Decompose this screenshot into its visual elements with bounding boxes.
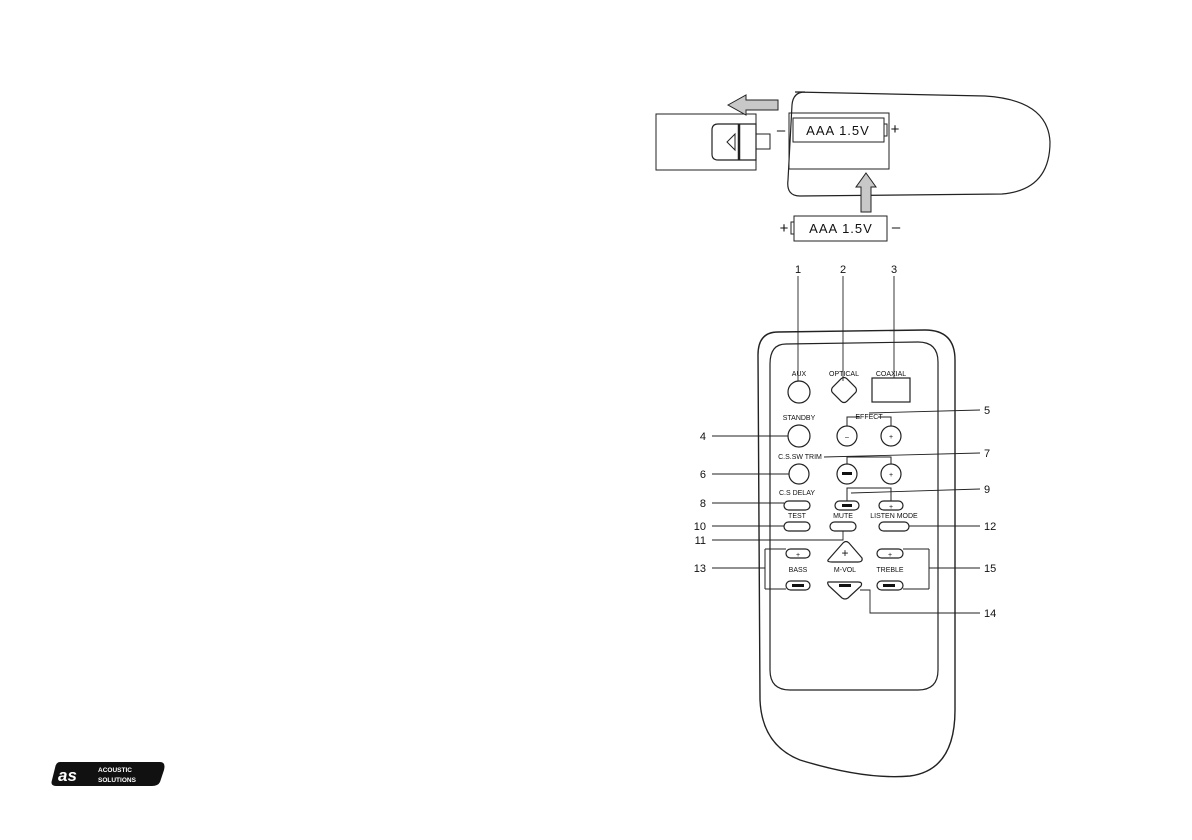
cs-sw-trim-label: C.S.SW TRIM [778,454,822,461]
insert-up-arrow-icon [856,173,876,212]
remote-outer-body [758,330,955,777]
standby-label: STANDBY [783,415,816,422]
callout-10: 10 [694,521,706,533]
leader-5 [869,410,980,413]
battery-cover [656,114,756,170]
loose-minus: – [892,219,901,236]
remote-front [758,330,955,777]
effect-plus-glyph: + [889,434,893,441]
listen-mode-label: LISTEN MODE [870,513,918,520]
callout-4: 4 [700,431,706,443]
effect-label: EFFECT [855,414,883,421]
test-label: TEST [788,513,807,520]
installed-plus: + [891,121,900,138]
aux-label: AUX [792,371,807,378]
leader-14 [860,590,980,613]
leader-9 [851,489,980,493]
coaxial-button[interactable] [872,378,910,402]
battery-installation-section [656,92,1050,241]
cs-delay-label: C.S DELAY [779,490,815,497]
callout-14: 14 [984,608,996,620]
delay-bracket [847,488,891,501]
trim-bracket [847,457,891,464]
delay-minus-glyph [842,504,852,507]
callout-8: 8 [700,498,706,510]
leader-11 [712,531,843,540]
callout-1: 1 [795,264,801,276]
installed-battery-label: AAA 1.5V [806,123,870,138]
logo-line1: ACOUSTIC [98,767,132,774]
callout-13: 13 [694,563,706,575]
delay-plus-glyph: + [889,504,893,511]
battery-compartment [789,113,889,169]
callout-9: 9 [984,484,990,496]
loose-battery-label: AAA 1.5V [809,221,873,236]
callout-6: 6 [700,469,706,481]
cover-tab [756,134,770,149]
treble-label: TREBLE [876,567,904,574]
trim-minus-glyph [842,472,852,475]
installed-minus: – [777,122,786,139]
treble-minus-glyph [883,584,895,587]
callout-2: 2 [840,264,846,276]
callout-3: 3 [891,264,897,276]
callout-11: 11 [695,535,706,547]
test-button[interactable] [784,522,810,531]
callout-12: 12 [984,521,996,533]
standby-button[interactable] [788,425,810,447]
callout-15: 15 [984,563,996,575]
aux-button[interactable] [788,381,810,403]
battery-cover-latch [712,124,756,160]
leader-15 [903,549,980,589]
mvol-plus-glyph: + [841,546,848,560]
slide-left-arrow-icon [728,95,778,115]
loose-battery-tip [791,222,794,234]
cs-delay-button[interactable] [784,501,810,510]
trim-plus-glyph: + [889,472,893,479]
acoustic-solutions-logo: as ACOUSTIC SOLUTIONS [52,762,165,786]
optical-button[interactable] [830,376,858,404]
bass-minus-glyph [792,584,804,587]
mvol-minus-glyph [839,584,851,587]
mute-label: MUTE [833,513,853,520]
callout-7: 7 [984,448,990,460]
installed-battery-tip [884,124,887,136]
bass-plus-glyph: + [796,552,800,559]
bass-label: BASS [789,567,808,574]
treble-plus-glyph: + [888,552,892,559]
mvol-label: M-VOL [834,567,856,574]
leader-13 [712,549,786,589]
mute-button[interactable] [830,522,856,531]
logo-mark: as [58,766,77,785]
effect-minus-glyph: – [845,434,849,441]
leader-7 [824,453,980,457]
loose-plus: + [780,220,789,237]
triangle-icon [727,134,735,150]
cs-sw-trim-button[interactable] [789,464,809,484]
optical-label: OPTICAL [829,371,859,378]
logo-line2: SOLUTIONS [98,777,137,784]
callout-5: 5 [984,405,990,417]
listen-mode-button[interactable] [879,522,909,531]
coaxial-label: COAXIAL [876,371,906,378]
remote-back-body [788,92,1050,196]
